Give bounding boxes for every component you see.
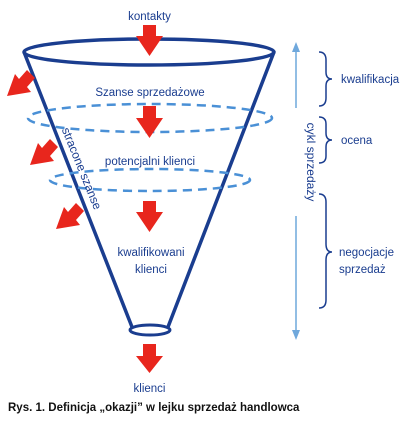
- lost-arrow-1: [7, 70, 35, 96]
- label-sales-cycle: cykl sprzedaży: [304, 123, 318, 202]
- stage-braces: [318, 51, 333, 309]
- label-contacts: kontakty: [128, 11, 171, 23]
- funnel-outline: [22, 51, 276, 328]
- brace-evaluation: [318, 116, 333, 164]
- lost-arrows: [7, 70, 84, 229]
- label-sales-opportunities: Szanse sprzedażowe: [95, 87, 204, 99]
- lost-arrow-3: [56, 203, 84, 229]
- figure-caption: Rys. 1. Definicja „okazji” w lejku sprze…: [8, 402, 300, 414]
- label-qualification: kwalifikacja: [341, 74, 400, 86]
- brace-qualification: [318, 51, 333, 107]
- label-clients: klienci: [134, 383, 166, 395]
- label-qualified-clients-1: kwalifikowani: [117, 247, 184, 259]
- label-potential-clients: potencjalni klienci: [105, 156, 195, 168]
- funnel-bottom-rim: [128, 323, 172, 337]
- sales-cycle-indicator: [289, 42, 303, 340]
- arrow-stage1-to-2: [136, 106, 163, 138]
- lost-arrow-2: [30, 139, 58, 165]
- label-evaluation: ocena: [341, 135, 373, 147]
- label-qualified-clients-2: klienci: [135, 264, 167, 276]
- arrow-clients-out: [136, 344, 163, 373]
- brace-negotiation: [318, 193, 333, 309]
- arrow-contacts-in: [136, 25, 163, 56]
- stage-divider-2: [48, 167, 252, 193]
- label-sale: sprzedaż: [339, 264, 386, 276]
- flow-arrows: [136, 25, 163, 373]
- funnel: [22, 37, 276, 337]
- label-negotiation: negocjacje: [339, 247, 394, 259]
- arrow-stage2-to-3: [136, 201, 163, 232]
